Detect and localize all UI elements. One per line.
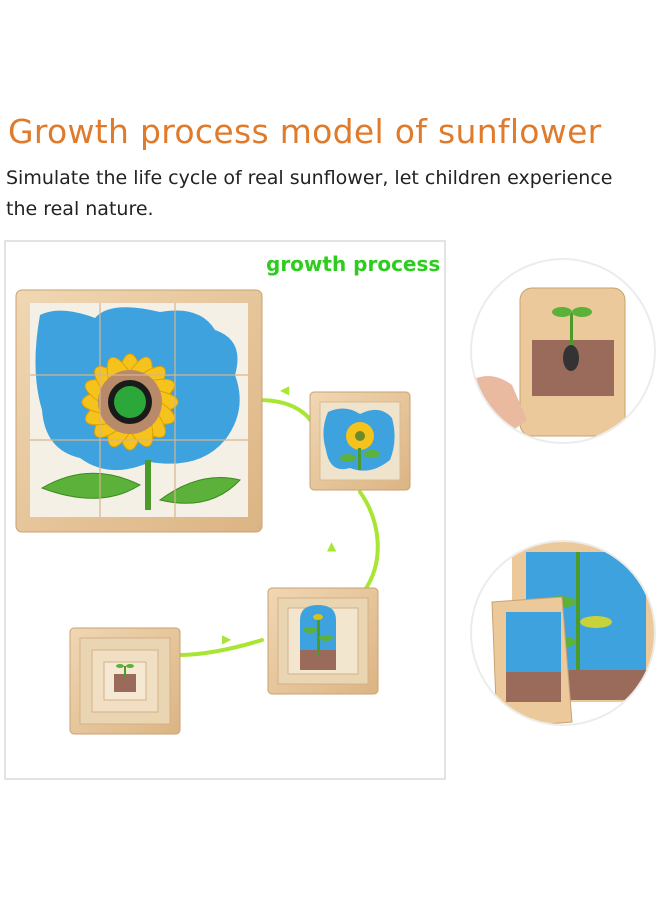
seed-piece-illustration [472, 287, 626, 442]
detail-circle-seed [470, 258, 656, 444]
puzzle-budding [309, 391, 411, 491]
puzzle-seedling [267, 587, 379, 695]
growth-process-label: growth process [266, 252, 441, 276]
page-subtitle: Simulate the life cycle of real sunflowe… [6, 167, 613, 220]
seedling-pieces-illustration [491, 542, 654, 724]
arrow-up-icon: ▲ [327, 539, 337, 553]
page-title: Growth process model of sunflower [8, 112, 602, 151]
puzzle-full-bloom [15, 289, 263, 533]
detail-circle-seedling [470, 540, 656, 726]
puzzle-seed-sprout [69, 627, 181, 735]
arrow-right-icon: ▶ [222, 632, 232, 646]
arrow-left-icon: ◀ [280, 383, 290, 397]
